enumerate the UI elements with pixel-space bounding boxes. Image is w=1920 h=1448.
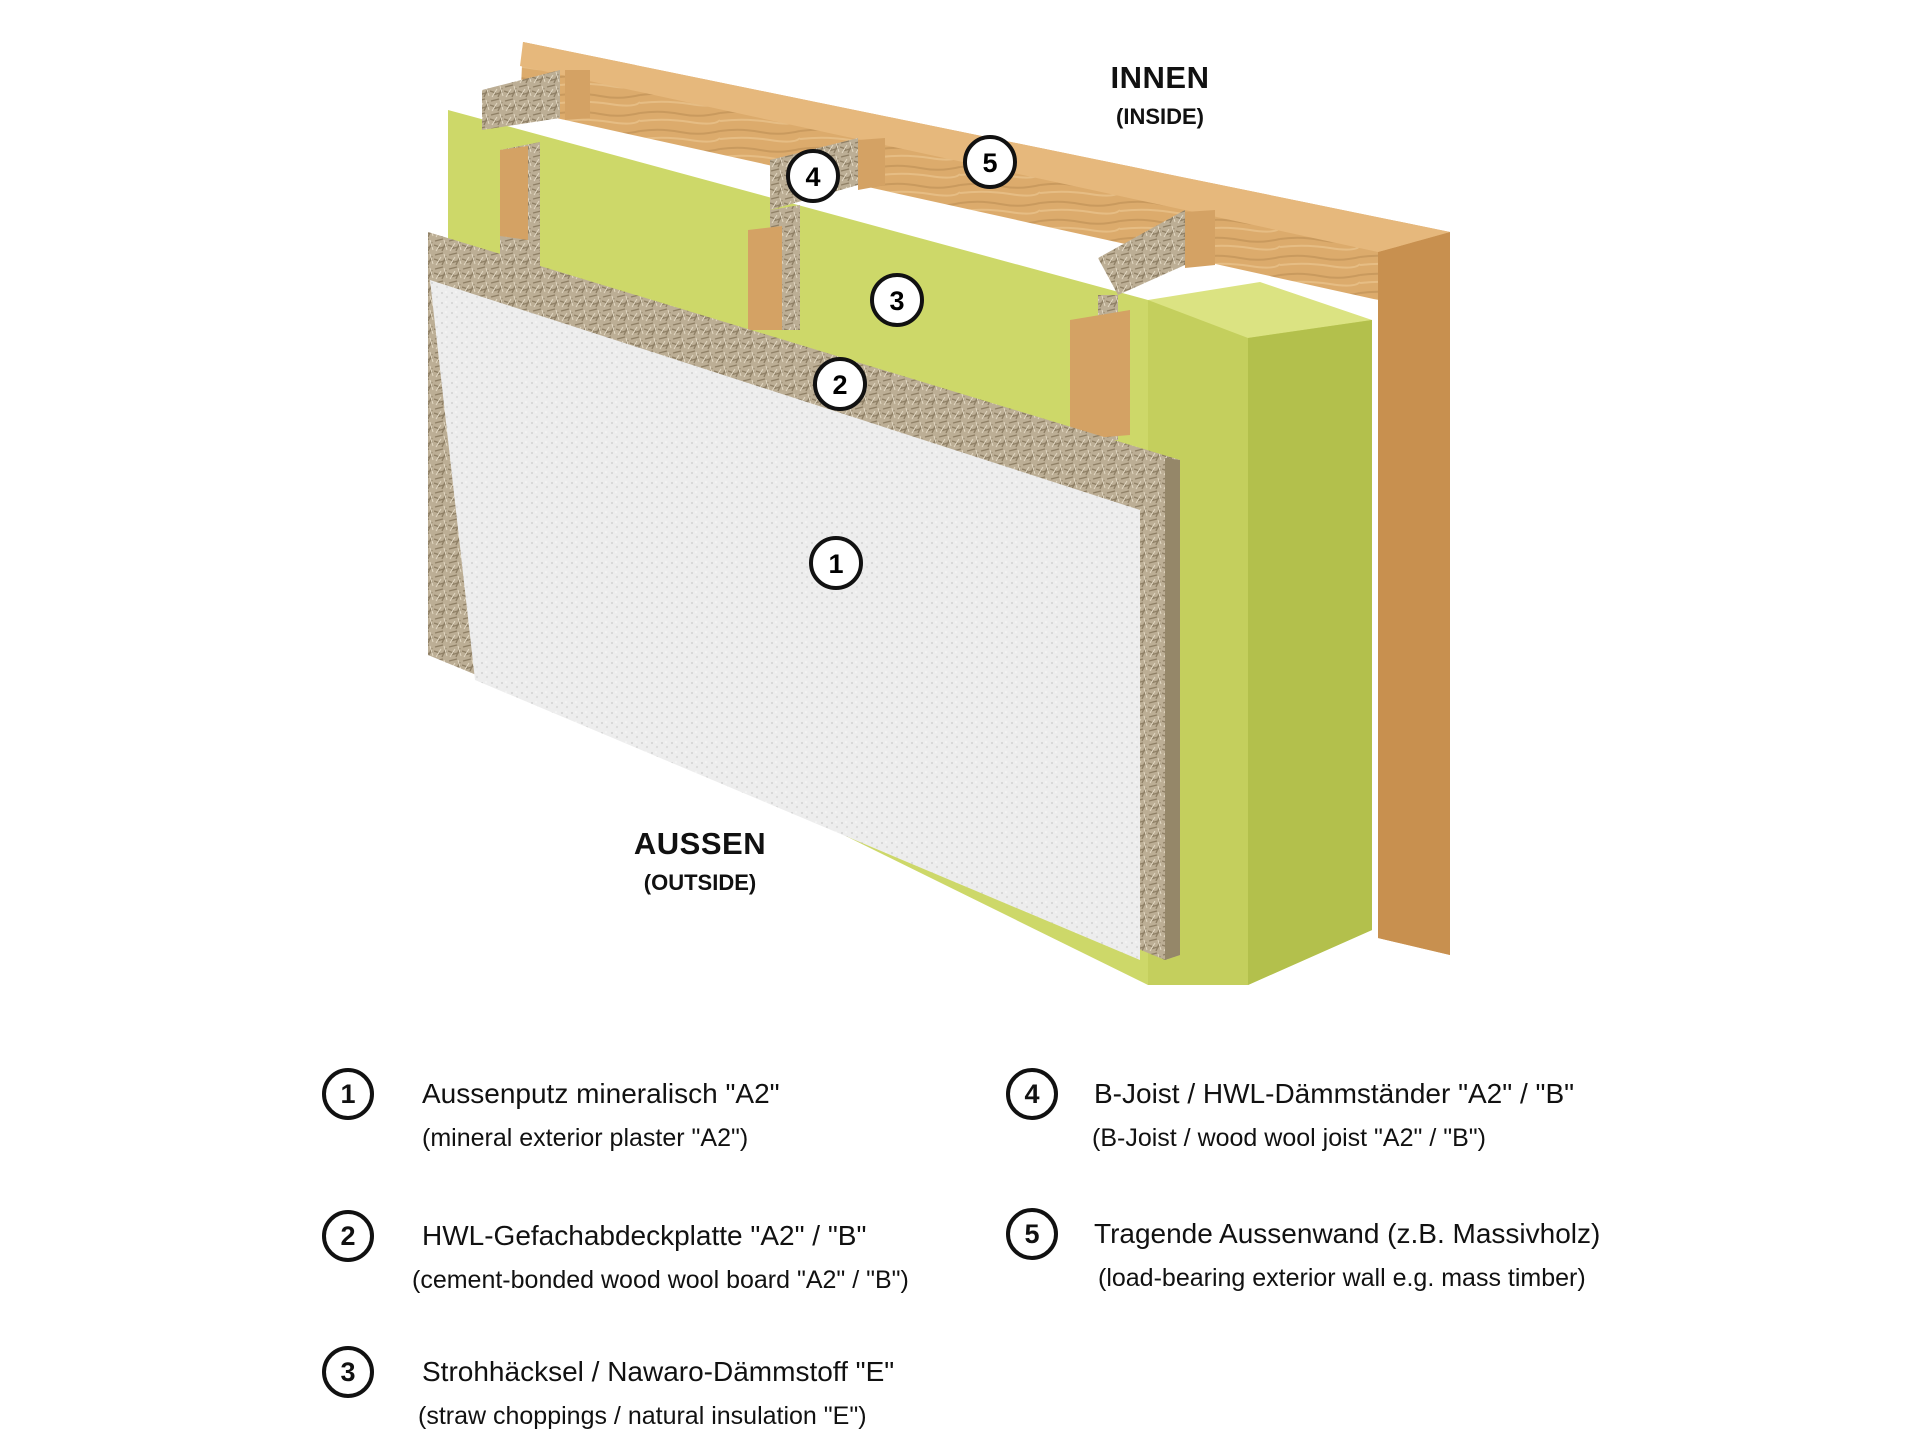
legend-label-en-2: (cement-bonded wood wool board "A2" / "B… bbox=[412, 1266, 909, 1294]
callout-1-text: 1 bbox=[828, 549, 843, 579]
legend-label-en-4: (B-Joist / wood wool joist "A2" / "B") bbox=[1092, 1124, 1486, 1152]
legend-number-3: 3 bbox=[322, 1346, 374, 1398]
callout-5-text: 5 bbox=[982, 148, 997, 178]
legend-label-en-3: (straw choppings / natural insulation "E… bbox=[418, 1402, 867, 1430]
callout-5: 5 bbox=[963, 135, 1017, 189]
legend-label-de-5: Tragende Aussenwand (z.B. Massivholz) bbox=[1094, 1218, 1601, 1249]
legend-label-de-4: B-Joist / HWL-Dämmständer "A2" / "B" bbox=[1094, 1078, 1575, 1109]
legend-number-5: 5 bbox=[1006, 1208, 1058, 1260]
callout-2: 2 bbox=[813, 357, 867, 411]
outside-label-sub: (OUTSIDE) bbox=[643, 870, 757, 895]
b-joist-left bbox=[482, 70, 590, 268]
inside-label-main: INNEN bbox=[1110, 60, 1210, 95]
callout-4: 4 bbox=[786, 149, 840, 203]
wall-section-diagram: 5 4 3 2 1 bbox=[428, 42, 1450, 985]
legend-label-de-1: Aussenputz mineralisch "A2" bbox=[422, 1078, 780, 1109]
outside-label-main: AUSSEN bbox=[633, 826, 767, 861]
legend-number-2: 2 bbox=[322, 1210, 374, 1262]
callout-3-text: 3 bbox=[889, 286, 904, 316]
callout-1: 1 bbox=[809, 536, 863, 590]
exterior-plaster bbox=[430, 280, 1140, 960]
legend-number-1: 1 bbox=[322, 1068, 374, 1120]
legend-label-en-5: (load-bearing exterior wall e.g. mass ti… bbox=[1098, 1264, 1586, 1292]
legend-label-de-2: HWL-Gefachabdeckplatte "A2" / "B" bbox=[422, 1220, 867, 1251]
legend-label-en-1: (mineral exterior plaster "A2") bbox=[422, 1124, 749, 1152]
outside-label: AUSSEN (OUTSIDE) bbox=[570, 826, 830, 896]
b-joist-right bbox=[1070, 210, 1215, 440]
inside-label-sub: (INSIDE) bbox=[1116, 104, 1204, 129]
callout-3: 3 bbox=[870, 273, 924, 327]
legend-label-de-3: Strohhäcksel / Nawaro-Dämmstoff "E" bbox=[422, 1356, 895, 1387]
legend-number-4: 4 bbox=[1006, 1068, 1058, 1120]
inside-label: INNEN (INSIDE) bbox=[1030, 60, 1290, 130]
callout-4-text: 4 bbox=[805, 162, 820, 192]
callout-2-text: 2 bbox=[832, 370, 847, 400]
